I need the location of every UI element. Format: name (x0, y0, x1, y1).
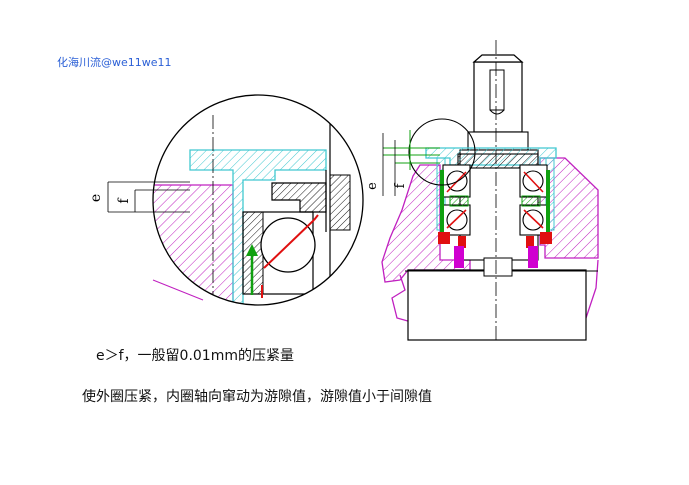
caption-preload: e＞f，一般留0.01mm的压紧量 (96, 348, 294, 364)
main-detail-marker (408, 118, 476, 186)
caption-clearance: 使外圈压紧，内圈轴向窜动为游隙值，游隙值小于间隙值 (82, 389, 432, 405)
main-lower-body (407, 269, 587, 341)
main-label-f: f (393, 182, 408, 188)
main-clamp-left (438, 232, 450, 244)
detail-cover (189, 149, 327, 305)
watermark-text: 化海川流@we11we11 (57, 56, 172, 69)
detail-contact-line (263, 219, 315, 269)
main-view (381, 40, 599, 341)
main-seal-left (454, 246, 464, 268)
detail-label-f: f (116, 197, 132, 204)
detail-circle (152, 94, 364, 306)
detail-housing (153, 184, 234, 305)
detail-view: e f (88, 94, 364, 306)
main-bearing-right (519, 164, 548, 236)
main-spacer-left (440, 170, 444, 232)
main-housing-left (381, 164, 471, 283)
main-spacer-right (546, 170, 550, 232)
main-bearing-left (442, 164, 471, 236)
main-clamp-right (540, 232, 552, 244)
main-label-e: e (365, 182, 380, 190)
main-seal-right (528, 246, 538, 268)
detail-shaft-shoulder (271, 182, 327, 213)
detail-label-e: e (88, 194, 104, 202)
detail-dimensions (107, 181, 190, 213)
